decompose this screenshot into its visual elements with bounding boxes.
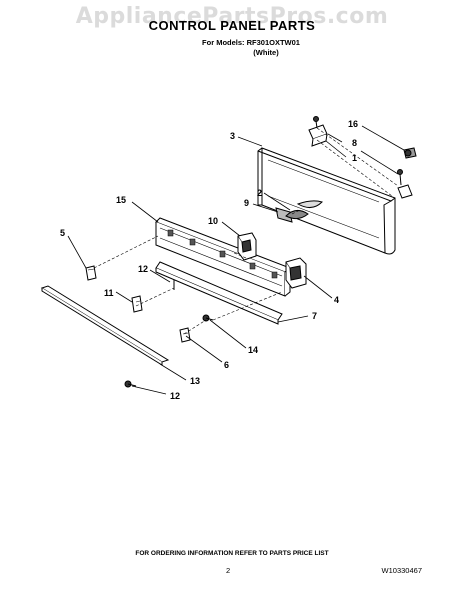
callout-6: 6 — [224, 360, 229, 370]
callout-5: 5 — [60, 228, 65, 238]
clip-part — [131, 295, 143, 313]
callout-10: 10 — [208, 216, 218, 226]
callout-1: 1 — [352, 153, 357, 163]
clip-part — [179, 327, 191, 343]
screw-part — [403, 147, 417, 159]
end-clip-part — [85, 265, 97, 281]
color-label: (White) — [0, 48, 464, 57]
callout-8: 8 — [352, 138, 357, 148]
callout-7: 7 — [312, 311, 317, 321]
callout-3: 3 — [230, 131, 235, 141]
lower-rail-part — [40, 285, 170, 366]
callout-14: 14 — [248, 345, 258, 355]
control-bracket-part — [155, 217, 291, 297]
document-number: W10330467 — [381, 566, 422, 575]
switch-part — [285, 257, 307, 289]
callout-4: 4 — [334, 295, 339, 305]
callout-11: 11 — [104, 288, 114, 298]
page-title: CONTROL PANEL PARTS — [148, 18, 316, 33]
screw-part — [124, 380, 137, 388]
callout-12: 12 — [138, 264, 148, 274]
screw-part — [202, 314, 214, 322]
switch-part — [237, 232, 257, 261]
models-label: For Models: RF301OXTW01 — [0, 38, 464, 47]
color-text: (White) — [253, 48, 279, 57]
callout-9: 9 — [244, 198, 249, 208]
alignment-lines — [93, 127, 399, 335]
callout-15: 15 — [116, 195, 126, 205]
callout-2: 2 — [257, 188, 262, 198]
bracket-clip-part — [308, 116, 328, 147]
callout-12: 12 — [170, 391, 180, 401]
leader-lines — [67, 125, 405, 395]
watermark: AppliancePartsPros.com — [75, 4, 389, 29]
bracket-clip-part — [397, 169, 413, 199]
support-bar-part — [155, 261, 283, 325]
page-number: 2 — [226, 566, 231, 575]
callout-16: 16 — [348, 119, 358, 129]
knob-part — [275, 207, 309, 223]
callout-13: 13 — [190, 376, 200, 386]
control-panel-part — [257, 147, 396, 255]
ordering-note: FOR ORDERING INFORMATION REFER TO PARTS … — [135, 550, 329, 557]
models-text: For Models: RF301OXTW01 — [202, 38, 300, 47]
